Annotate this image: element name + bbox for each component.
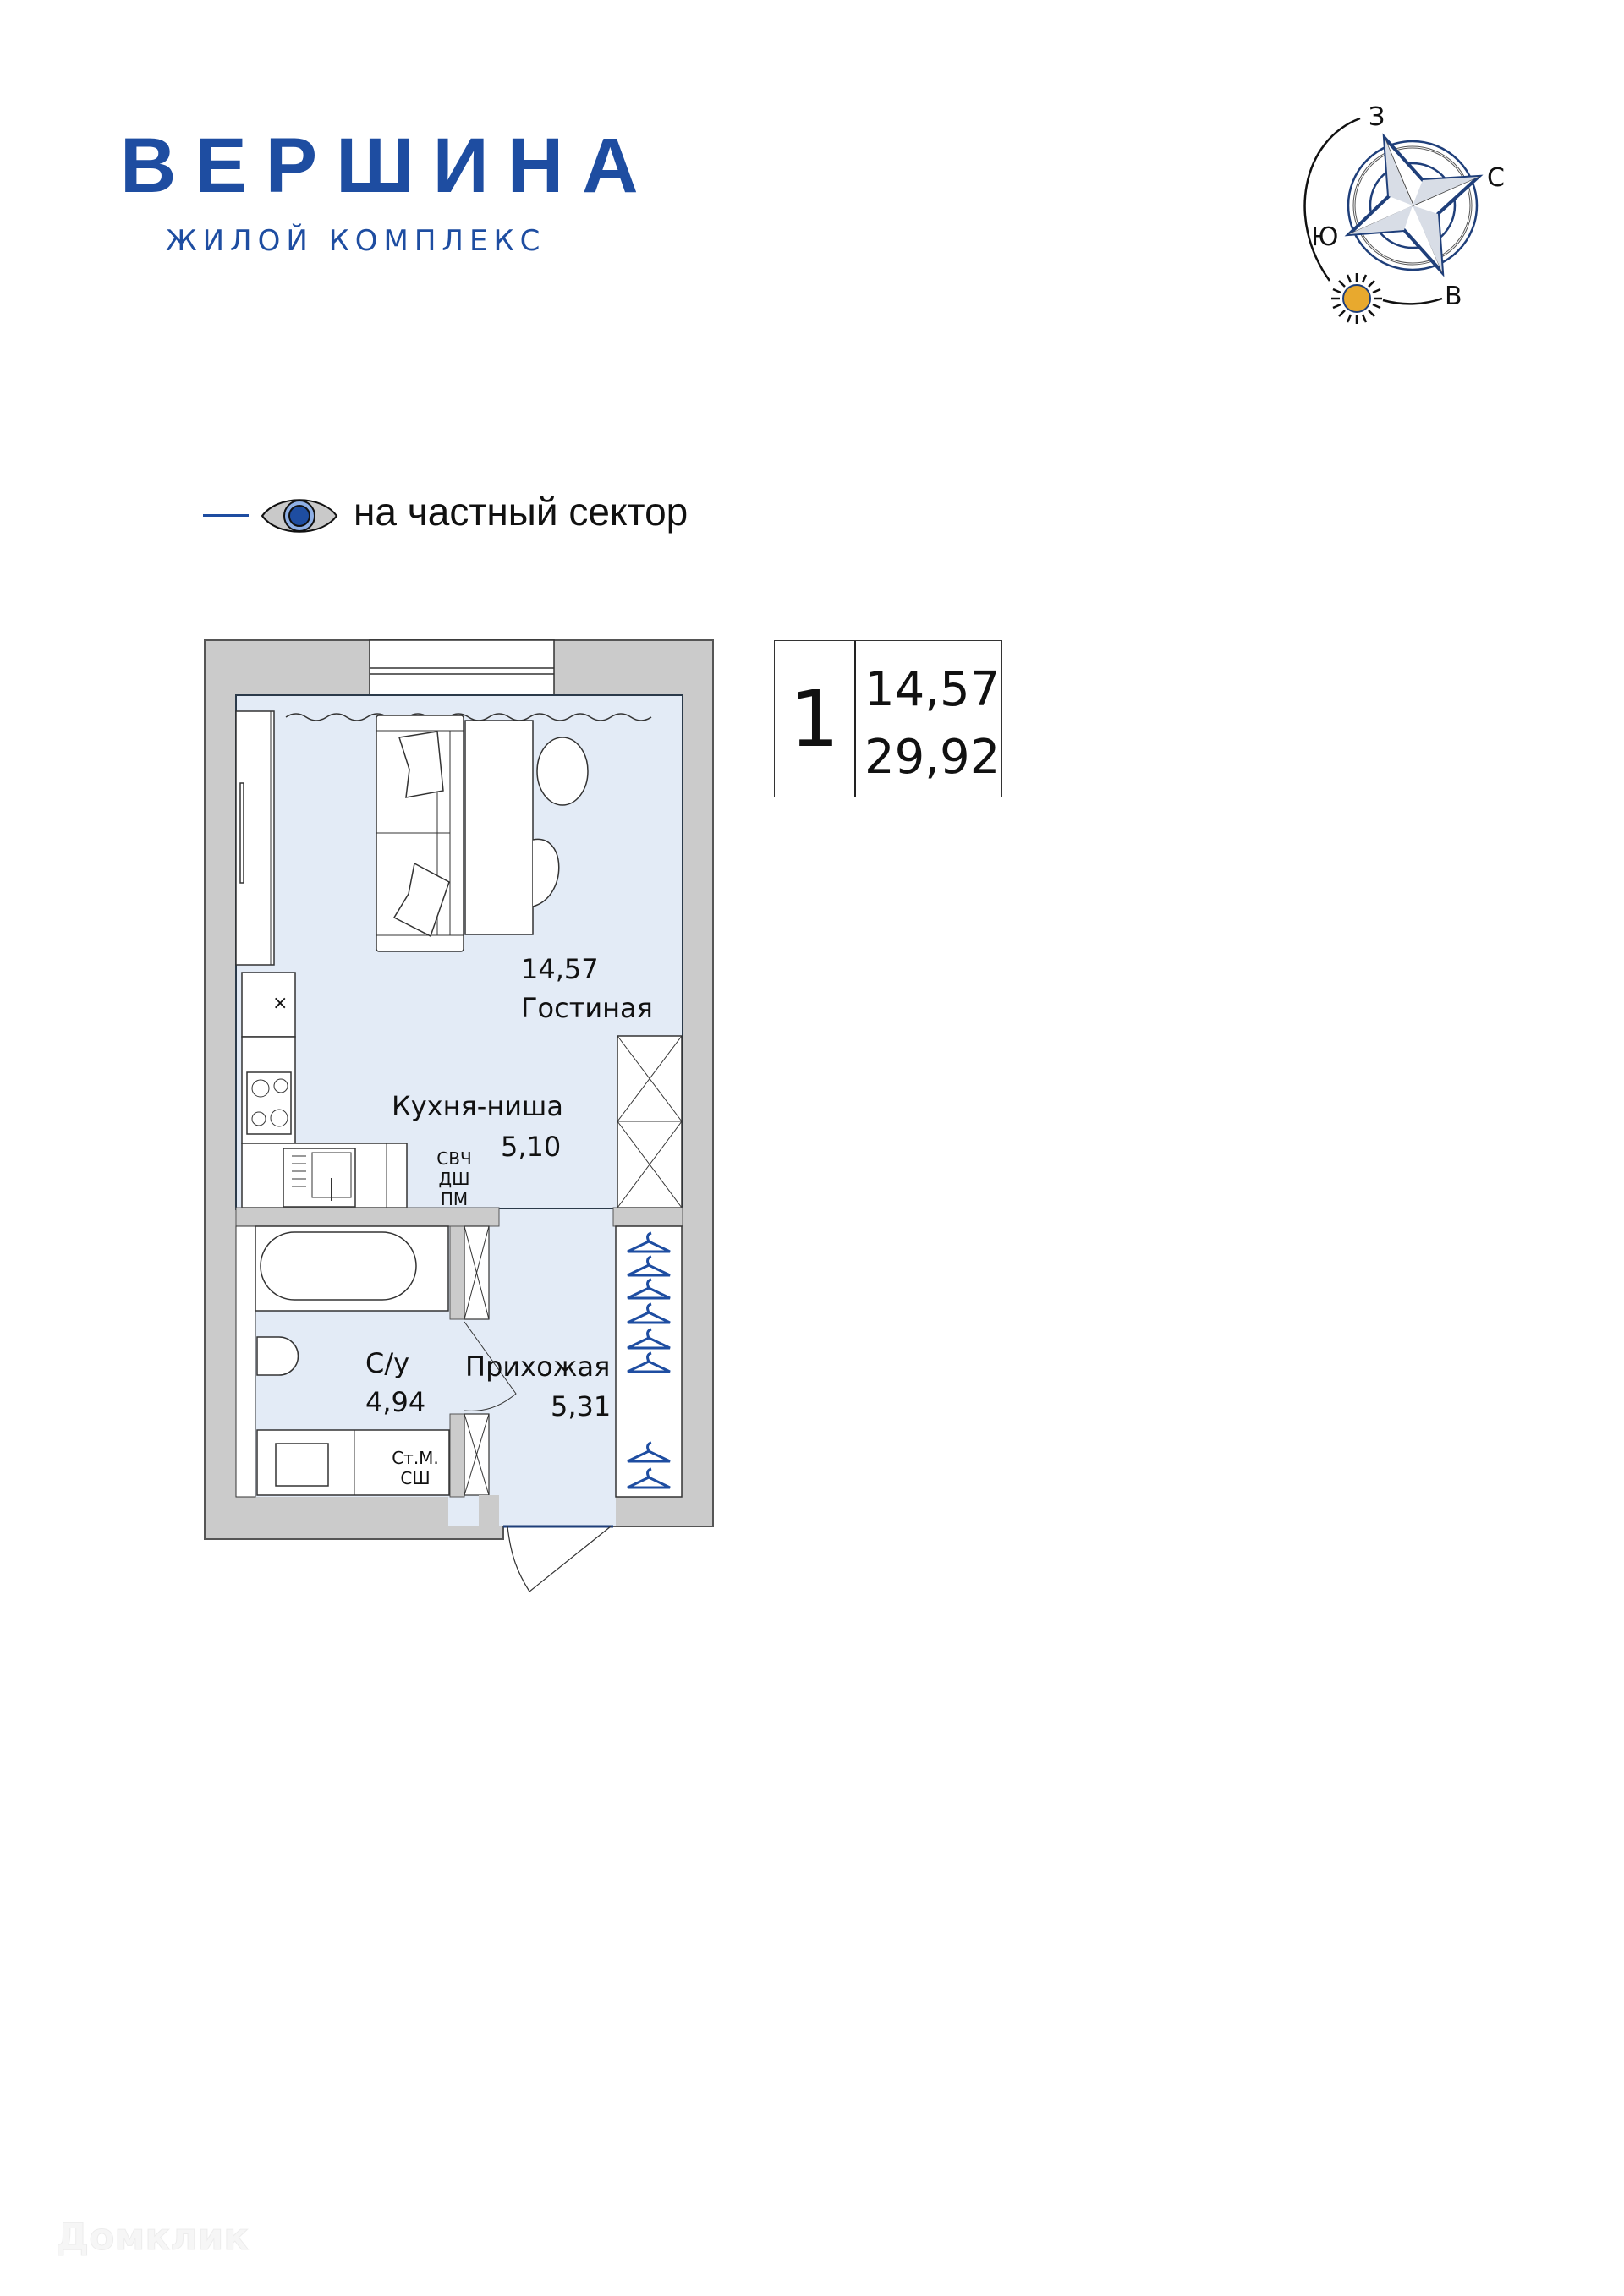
logo-subtitle: ЖИЛОЙ КОМПЛЕКС [166,224,546,258]
toilet-icon [256,1336,299,1376]
legend-text: на частный сектор [354,490,689,534]
chair [532,838,560,907]
kitchen-name: Кухня-ниша [392,1090,563,1122]
bathroom-appliance-labels: Ст.М. СШ [392,1448,439,1488]
sink-icon [283,1148,356,1208]
pillow [398,731,444,798]
fridge [241,972,296,1038]
compass-north-label: С [1487,163,1505,193]
compass-rose-icon: З С Ю В [1303,102,1505,324]
living-room-area: 14,57 [521,953,599,985]
interior-wall [235,1207,500,1227]
bathroom-area: 4,94 [365,1386,426,1418]
kitchen-area: 5,10 [501,1131,562,1163]
compass-south-label: Ю [1311,222,1338,252]
watermark: Домклик [55,2216,250,2260]
desk [464,720,534,935]
kitchen-appliance-labels: СВЧ ДШ ПМ [436,1148,472,1209]
fridge-mark: × [272,993,288,1014]
hallway-name: Прихожая [465,1351,611,1383]
curtain [285,713,652,721]
chair [536,737,589,806]
eye-icon [261,499,338,533]
washbasin-icon [275,1443,329,1487]
bathroom-name: С/у [365,1347,410,1379]
living-area: 14,57 [864,662,1001,717]
apartment-summary: 1 14,57 29,92 [774,640,1002,797]
hanger-icons [627,1231,671,1489]
logo-title: ВЕРШИНА [120,123,657,209]
tv [239,782,244,884]
living-room-name: Гостиная [521,992,653,1024]
compass-east-label: В [1445,282,1462,311]
bathtub-icon [260,1231,417,1301]
bathroom-wall-finish [235,1225,256,1498]
bathroom-door [464,1321,517,1411]
sun-icon [1331,273,1382,324]
total-area: 29,92 [864,730,1001,785]
entrance-door-swing [507,1526,612,1592]
rooms-count: 1 [775,641,856,797]
legend-line [203,514,249,517]
hallway-area: 5,31 [551,1390,612,1422]
pillow [392,862,450,938]
compass-west-label: З [1369,102,1385,132]
